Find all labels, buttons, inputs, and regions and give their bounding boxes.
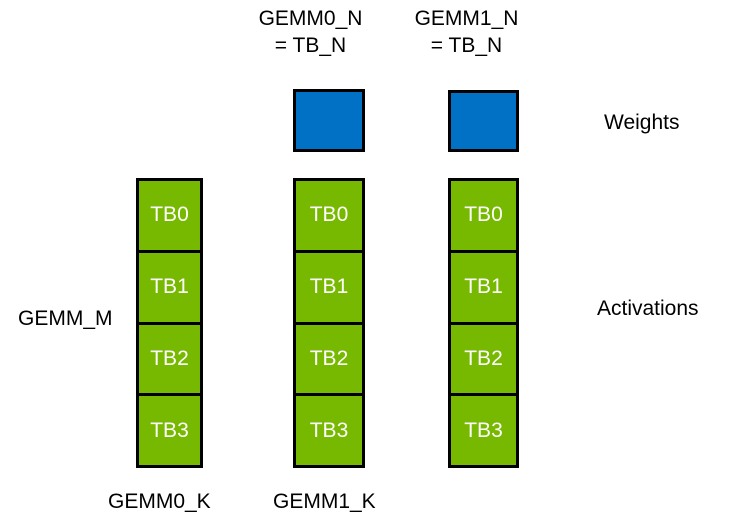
gemm0-k-label: GEMM0_K [108, 490, 211, 513]
gemm1-k-label: GEMM1_K [273, 490, 376, 513]
tb-cell: TB0 [296, 181, 362, 250]
activation-column-0: TB0 TB1 TB2 TB3 [136, 178, 203, 468]
activations-label: Activations [597, 297, 699, 320]
tb-cell: TB3 [296, 396, 362, 465]
weight-block-gemm0 [293, 89, 365, 152]
gemm1-n-label: GEMM1_N = TB_N [406, 5, 527, 59]
weight-block-gemm1 [448, 90, 519, 152]
gemm0-n-label: GEMM0_N = TB_N [250, 5, 371, 59]
activation-column-2: TB0 TB1 TB2 TB3 [448, 178, 519, 468]
tb-cell: TB2 [139, 324, 200, 394]
tb-cell: TB0 [139, 181, 200, 250]
weights-label: Weights [604, 111, 680, 134]
tb-cell: TB1 [296, 252, 362, 322]
gemm0-n-label-line2: = TB_N [274, 34, 347, 57]
tb-cell: TB2 [296, 324, 362, 394]
tb-cell: TB2 [451, 324, 516, 394]
gemm1-n-label-line1: GEMM1_N [414, 7, 519, 30]
tb-cell: TB3 [451, 396, 516, 465]
tb-cell: TB3 [139, 396, 200, 465]
tb-cell: TB1 [451, 252, 516, 322]
activation-column-1: TB0 TB1 TB2 TB3 [293, 178, 365, 468]
tb-cell: TB1 [139, 252, 200, 322]
gemm0-n-label-line1: GEMM0_N [258, 7, 363, 30]
gemm1-n-label-line2: = TB_N [430, 34, 503, 57]
tb-cell: TB0 [451, 181, 516, 250]
gemm-m-label: GEMM_M [18, 307, 113, 330]
